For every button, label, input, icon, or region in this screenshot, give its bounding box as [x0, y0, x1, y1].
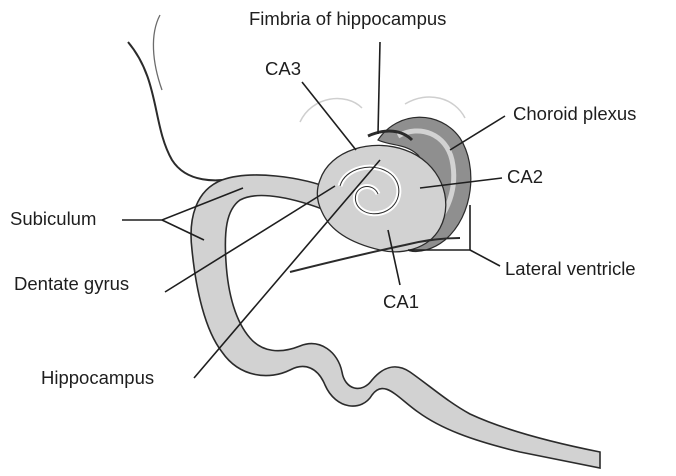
brain-outline-curve [128, 42, 245, 180]
label-ca3: CA3 [265, 60, 301, 79]
label-hippocampus: Hippocampus [41, 369, 154, 388]
label-fimbria: Fimbria of hippocampus [249, 10, 446, 29]
brain-outline-thin [153, 15, 162, 90]
faint-outline-right [405, 97, 465, 118]
label-subiculum: Subiculum [10, 210, 96, 229]
label-choroid-plexus: Choroid plexus [513, 105, 636, 124]
leader-fimbria [378, 42, 380, 134]
label-dentate-gyrus: Dentate gyrus [14, 275, 129, 294]
leader-choroid [450, 116, 505, 150]
label-ca2: CA2 [507, 168, 543, 187]
label-lateral-ventricle: Lateral ventricle [505, 260, 636, 279]
leader-lateral-ventricle-b [470, 250, 500, 266]
leader-ca3 [302, 82, 356, 150]
label-ca1: CA1 [383, 293, 419, 312]
